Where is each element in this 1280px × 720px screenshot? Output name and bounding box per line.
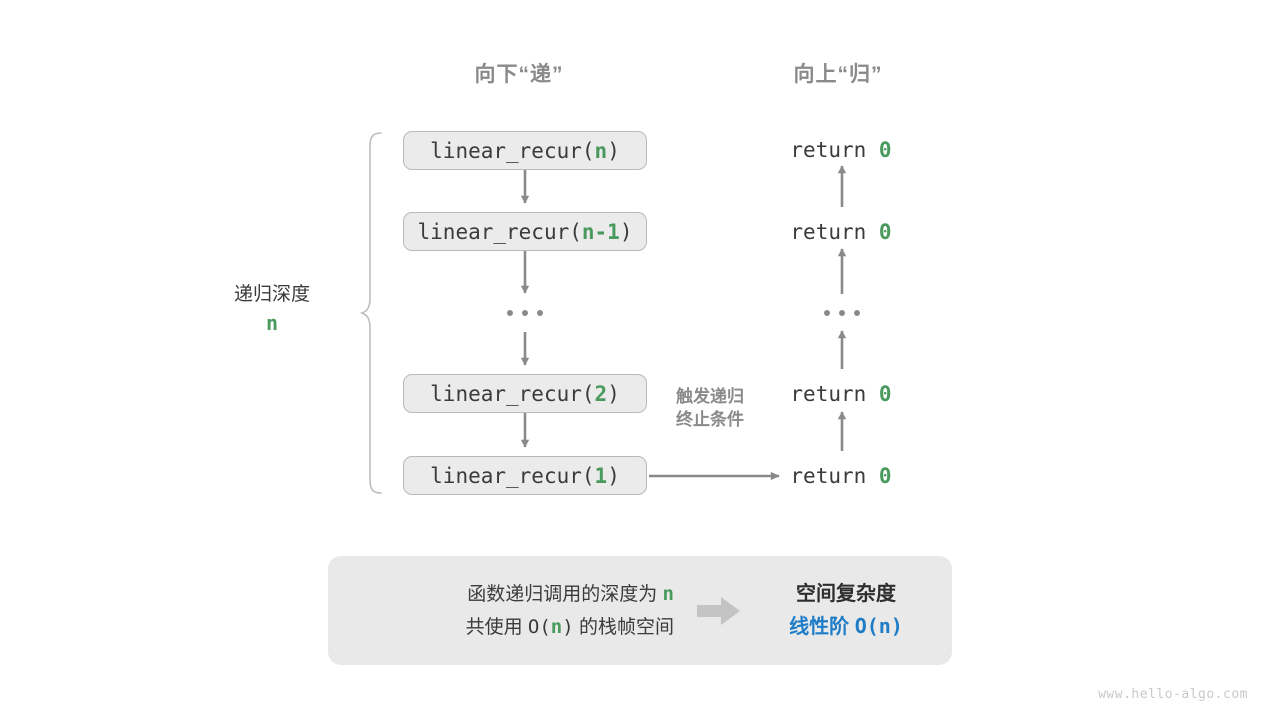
summary-premise-line2-bigo-close: ) [562,615,574,638]
call-frame-arg: n-1 [581,219,620,244]
call-frame-arg: 1 [594,463,608,488]
return-keyword: return [790,382,867,406]
summary-premise-line2-tail: 的栈帧空间 [578,616,674,638]
depth-label-text: 递归深度 [233,284,311,305]
call-frame-prefix: linear_recur( [430,138,595,163]
column-header-ascend: 向上“归” [793,63,883,86]
return-statement: return 0 [790,382,891,406]
dot [839,310,845,316]
column-header-descend: 向下“递” [474,63,564,86]
return-value: 0 [878,464,892,488]
return-keyword: return [790,220,867,244]
recursion-depth-brace [359,132,382,494]
return-statement: return 0 [790,220,891,244]
return-keyword: return [790,464,867,488]
right-block-arrow-icon [688,596,750,626]
call-frame-arg: 2 [594,381,608,406]
call-frame-suffix: ) [607,463,620,488]
site-watermark: www.hello-algo.com [1098,687,1248,702]
summary-premise-line2-var: n [550,615,563,638]
call-frame-box[interactable]: linear_recur(1) [403,456,647,495]
depth-label-variable: n [265,311,279,335]
summary-premise-line1-var: n [662,582,674,605]
ellipsis-dots-left [507,310,543,316]
summary-premise-line2: 共使用 O(n) 的栈帧空间 [328,611,674,644]
return-value: 0 [878,382,892,406]
call-frame-box[interactable]: linear_recur(n) [403,131,647,170]
summary-conclusion-value: 线性阶 O(n) [750,610,942,643]
dot [507,310,513,316]
return-value: 0 [878,138,892,162]
recursion-depth-label: 递归深度 n [234,282,310,338]
dot [824,310,830,316]
dot [537,310,543,316]
call-frame-prefix: linear_recur( [417,219,582,244]
call-frame-box[interactable]: linear_recur(2) [403,374,647,413]
summary-premise-line1: 函数递归调用的深度为 n [328,578,674,611]
ellipsis-dots-right [824,310,860,316]
complexity-summary-panel: 函数递归调用的深度为 n 共使用 O(n) 的栈帧空间 空间复杂度 线性阶 O(… [328,556,952,665]
trigger-note-line2: 终止条件 [676,410,744,429]
call-frame-suffix: ) [607,138,620,163]
summary-conclusion-title: 空间复杂度 [796,583,896,605]
call-frame-suffix: ) [619,219,633,244]
dot [522,310,528,316]
call-frame-prefix: linear_recur( [430,381,595,406]
trigger-note-line1: 触发递归 [676,387,744,406]
return-value: 0 [878,220,892,244]
return-keyword: return [790,138,867,162]
summary-conclusion: 空间复杂度 线性阶 O(n) [750,578,952,643]
summary-conclusion-order: 线性阶 [789,616,850,638]
return-statement: return 0 [790,464,891,488]
call-frame-arg: n [594,138,608,163]
summary-premise: 函数递归调用的深度为 n 共使用 O(n) 的栈帧空间 [328,578,688,644]
call-frame-suffix: ) [607,381,620,406]
summary-premise-line2-text: 共使用 [465,616,523,638]
summary-conclusion-bigo: O(n) [854,614,903,638]
dot [854,310,860,316]
termination-condition-note: 触发递归 终止条件 [676,385,744,431]
call-frame-box[interactable]: linear_recur(n-1) [403,212,647,251]
return-statement: return 0 [790,138,891,162]
call-frame-prefix: linear_recur( [430,463,595,488]
summary-premise-line2-bigo-open: O( [527,615,551,638]
summary-premise-line1-text: 函数递归调用的深度为 [467,583,658,605]
